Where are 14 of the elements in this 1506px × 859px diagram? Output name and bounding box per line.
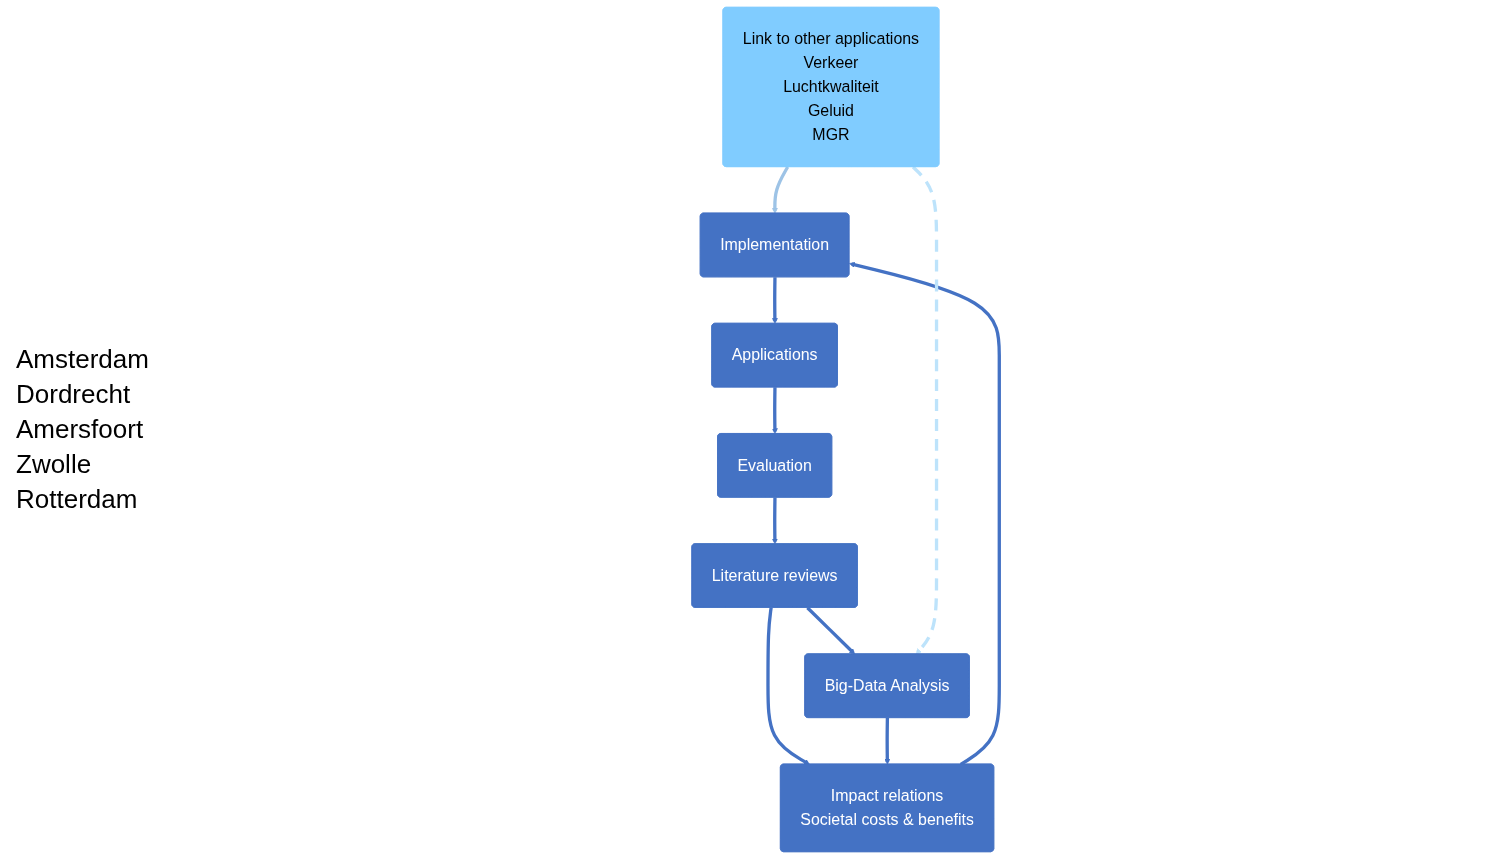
arrow (849, 261, 1002, 766)
arrow (806, 606, 856, 655)
city-name: Amersfoort (16, 413, 145, 446)
arrow (772, 387, 779, 435)
arrow (772, 277, 779, 324)
city-name: Rotterdam (16, 483, 139, 516)
arrow (912, 165, 939, 655)
city-name: Amsterdam (16, 343, 150, 376)
arrow (772, 497, 779, 545)
arrow (884, 717, 891, 765)
city-name: Zwolle (16, 448, 93, 481)
arrow (772, 166, 790, 214)
city-name: Dordrecht (16, 378, 132, 411)
arrow (766, 607, 811, 765)
